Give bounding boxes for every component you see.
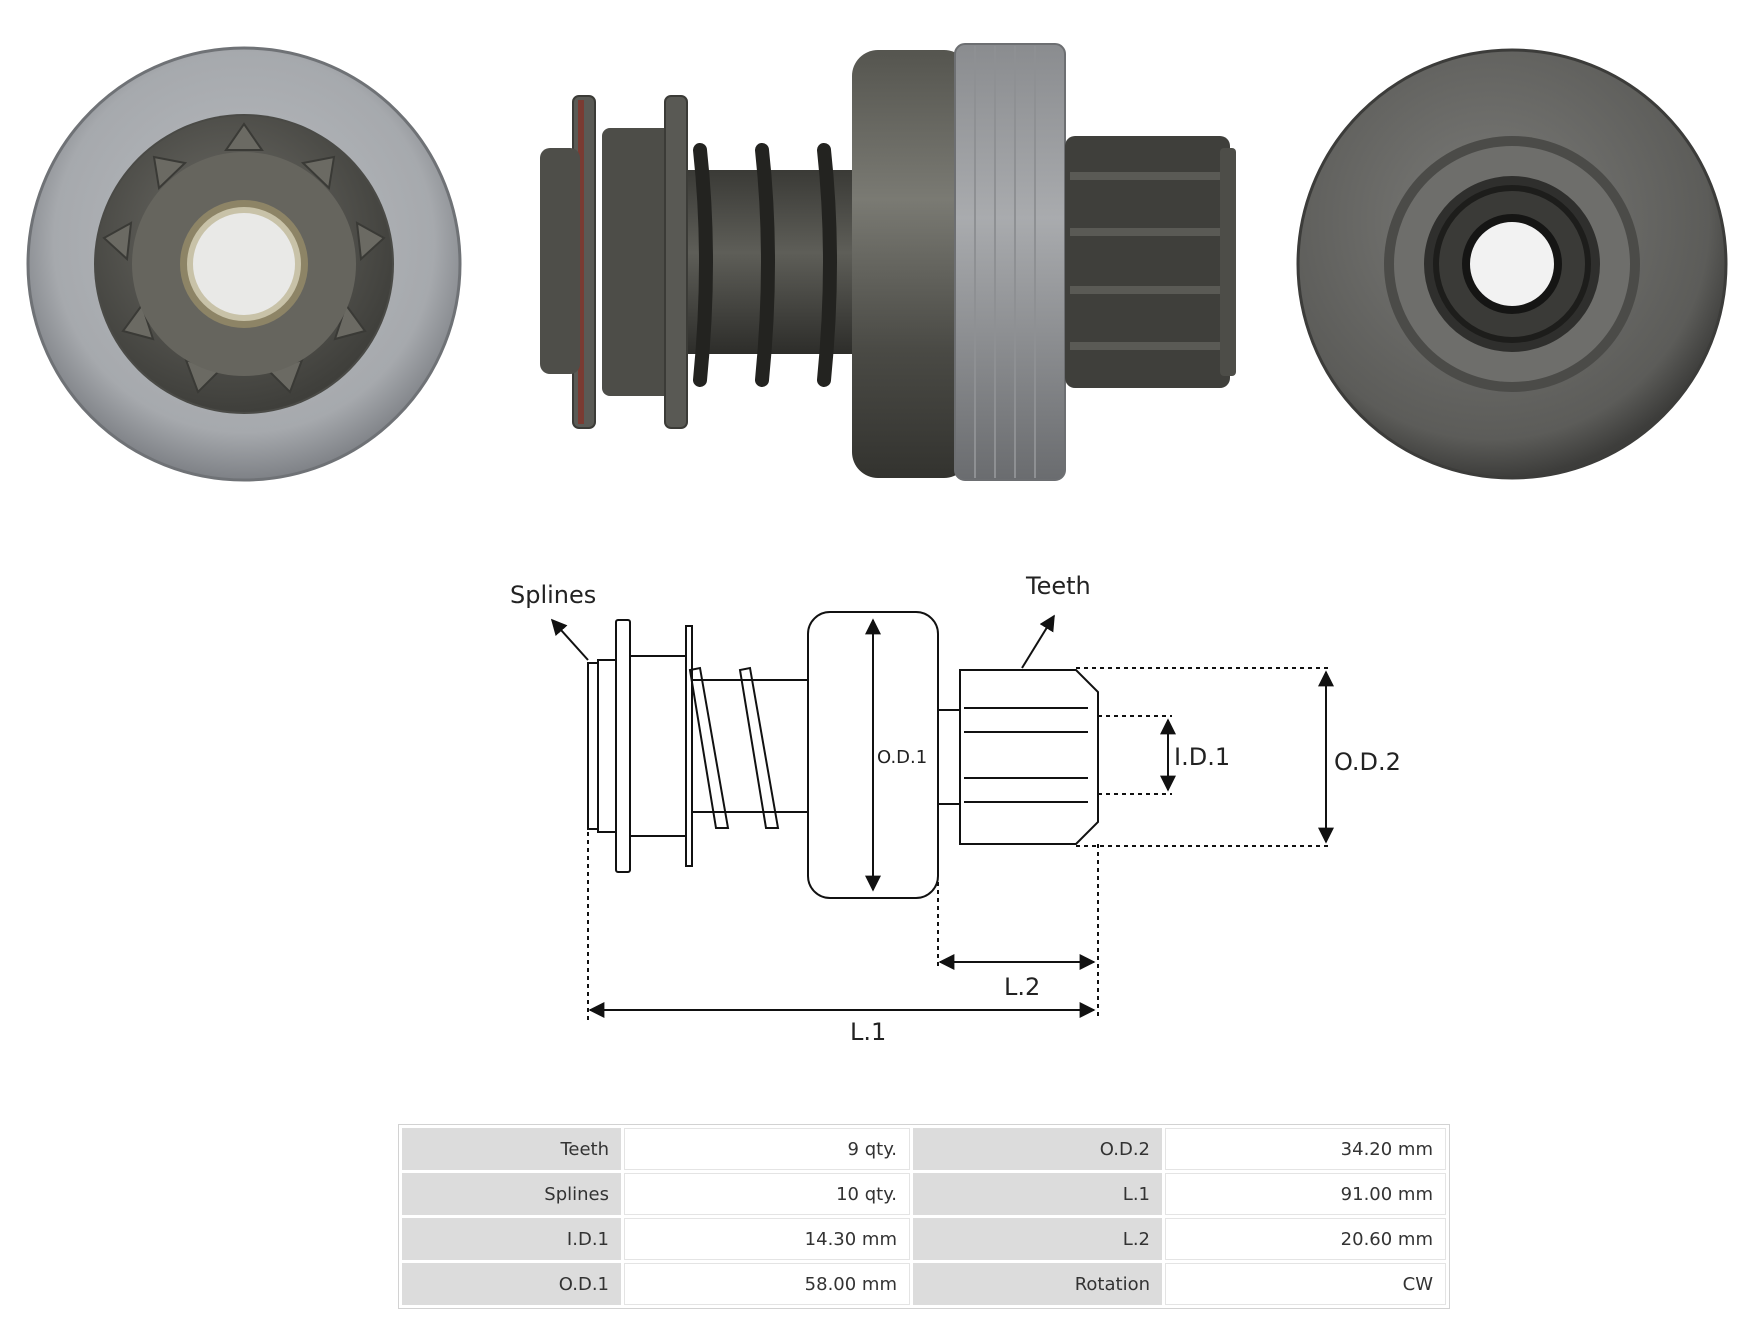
- spec-key: O.D.2: [913, 1128, 1162, 1170]
- label-id1: I.D.1: [1174, 743, 1230, 771]
- side-view-photo: [540, 43, 1236, 481]
- spec-value: 91.00 mm: [1165, 1173, 1446, 1215]
- spec-value: 58.00 mm: [624, 1263, 910, 1305]
- dimension-drawing: Splines Teeth O.D.1 I.D.1 O.D.2 L.2 L.1: [510, 572, 1401, 1046]
- rear-view-photo: [1296, 48, 1728, 480]
- product-photos: [0, 0, 1752, 520]
- photo-strip: [26, 43, 1728, 482]
- label-teeth: Teeth: [1025, 572, 1091, 600]
- spec-value: 20.60 mm: [1165, 1218, 1446, 1260]
- front-view-photo: [26, 46, 462, 482]
- spec-key: L.2: [913, 1218, 1162, 1260]
- spec-row: Splines 10 qty. L.1 91.00 mm: [402, 1173, 1446, 1215]
- label-l1: L.1: [850, 1018, 886, 1046]
- specifications-table: Teeth 9 qty. O.D.2 34.20 mm Splines 10 q…: [398, 1124, 1450, 1309]
- spec-value: 10 qty.: [624, 1173, 910, 1215]
- spec-row: Teeth 9 qty. O.D.2 34.20 mm: [402, 1128, 1446, 1170]
- spec-key: O.D.1: [402, 1263, 621, 1305]
- label-splines: Splines: [510, 581, 596, 609]
- spec-value: CW: [1165, 1263, 1446, 1305]
- spec-key: Splines: [402, 1173, 621, 1215]
- dimension-diagram: Splines Teeth O.D.1 I.D.1 O.D.2 L.2 L.1: [0, 520, 1752, 1080]
- spec-key: I.D.1: [402, 1218, 621, 1260]
- spec-value: 9 qty.: [624, 1128, 910, 1170]
- label-l2: L.2: [1004, 973, 1040, 1001]
- spec-value: 14.30 mm: [624, 1218, 910, 1260]
- label-od1: O.D.1: [877, 747, 927, 768]
- spec-row: O.D.1 58.00 mm Rotation CW: [402, 1263, 1446, 1305]
- spec-value: 34.20 mm: [1165, 1128, 1446, 1170]
- spec-key: Teeth: [402, 1128, 621, 1170]
- spec-key: L.1: [913, 1173, 1162, 1215]
- specifications-body: Teeth 9 qty. O.D.2 34.20 mm Splines 10 q…: [402, 1128, 1446, 1305]
- label-od2: O.D.2: [1334, 748, 1401, 776]
- spec-key: Rotation: [913, 1263, 1162, 1305]
- spec-row: I.D.1 14.30 mm L.2 20.60 mm: [402, 1218, 1446, 1260]
